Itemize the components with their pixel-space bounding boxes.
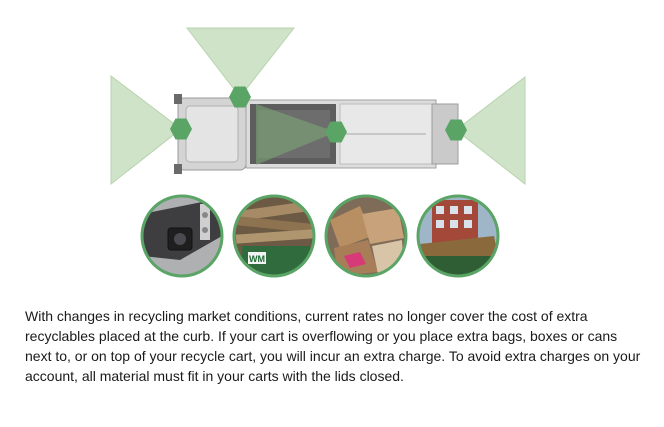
extra-charge-notice: With changes in recycling market conditi… bbox=[25, 308, 641, 384]
truck-camera-diagram: WM bbox=[110, 27, 526, 278]
truck-camera-photo bbox=[140, 194, 224, 278]
overflowing-pallets-photo: WM bbox=[232, 194, 316, 278]
camera-top-icon bbox=[229, 86, 251, 108]
camera-field-of-view-hopper bbox=[256, 104, 336, 165]
dumpster-building-photo bbox=[416, 194, 500, 278]
camera-field-of-view-right bbox=[455, 75, 526, 186]
wm-logo: WM bbox=[249, 254, 265, 264]
camera-field-of-view-top bbox=[185, 27, 296, 98]
camera-rear-icon bbox=[445, 119, 467, 141]
cardboard-boxes-photo bbox=[324, 194, 408, 278]
camera-field-of-view-left bbox=[110, 74, 182, 186]
camera-hopper-icon bbox=[325, 121, 347, 143]
camera-left-icon bbox=[170, 118, 192, 140]
